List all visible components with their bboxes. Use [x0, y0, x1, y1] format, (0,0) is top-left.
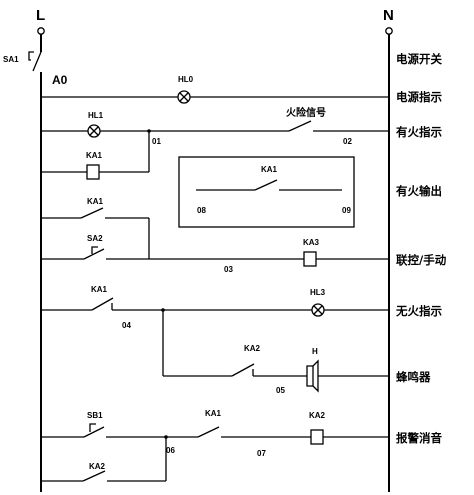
row-label: 联控/手动 [396, 253, 447, 267]
fire-signal-label: 火险信号 [286, 106, 326, 119]
ka1-seal-contact [80, 207, 104, 219]
wire-04: 04 [122, 321, 131, 330]
row-buzzer: KA2 H 05 [162, 310, 389, 395]
row-label: 有火输出 [396, 184, 442, 198]
sb1-contact [83, 426, 105, 438]
sa1-blade [32, 51, 42, 72]
row-label: 蜂鸣器 [396, 370, 431, 384]
ka1-nc-contact [91, 297, 114, 311]
row-no-fire-indicator: KA1 HL3 04 [41, 285, 389, 330]
fire-signal-contact [288, 120, 312, 132]
ka1-r7-contact [197, 426, 220, 438]
a0-label: A0 [52, 73, 68, 87]
sa1-switch: SA1 A0 [3, 51, 68, 87]
rails: L N [36, 7, 394, 492]
row-labels: 电源开关 电源指示 有火指示 有火输出 联控/手动 无火指示 蜂鸣器 报警消音 [395, 52, 447, 445]
wire-05: 05 [276, 386, 285, 395]
rail-l-label: L [36, 7, 45, 24]
sb1-actuator [89, 423, 96, 432]
ka2-buzzer-label: KA2 [244, 344, 261, 353]
row-label: 有火指示 [396, 125, 442, 139]
ka1-no-contact [254, 179, 278, 191]
sb1-label: SB1 [87, 411, 103, 420]
output-box [178, 156, 355, 228]
buzzer-label: H [312, 347, 318, 356]
wire-08: 08 [197, 206, 206, 215]
coil-ka1 [86, 164, 100, 180]
rail-n-label: N [383, 7, 394, 24]
wire-09: 09 [342, 206, 351, 215]
sa2-actuator [91, 246, 98, 254]
hl1-label: HL1 [88, 111, 104, 120]
lamp-cross [179, 92, 189, 102]
row-label: 报警消音 [396, 431, 442, 445]
row-fire-indicator: HL1 火险信号 01 02 [41, 106, 389, 146]
ka3-label: KA3 [303, 238, 320, 247]
ka1-box-label: KA1 [261, 165, 278, 174]
ka2-seal-label: KA2 [89, 462, 106, 471]
wire-03: 03 [224, 265, 233, 274]
ka1-seal-label: KA1 [87, 197, 104, 206]
wire-07: 07 [257, 449, 266, 458]
wire-01: 01 [152, 137, 161, 146]
sa2-contact [83, 248, 105, 260]
coil-ka2 [310, 429, 324, 445]
row-alarm-silence: SB1 KA1 KA2 06 07 KA2 [41, 409, 389, 482]
sa1-actuator [28, 51, 34, 61]
fire-output-box: KA1 08 09 [178, 156, 355, 228]
wire-02: 02 [343, 137, 352, 146]
lamp-cross [89, 126, 99, 136]
ka1-nc-label: KA1 [91, 285, 108, 294]
ka2-seal-contact [82, 470, 106, 482]
ka1-r7-label: KA1 [205, 409, 222, 418]
sa2-label: SA2 [87, 234, 103, 243]
wire-06: 06 [166, 446, 175, 455]
hl3-label: HL3 [310, 288, 326, 297]
row-power-indicator: HL0 [41, 75, 389, 104]
terminal-l [37, 27, 45, 35]
row-label: 电源指示 [396, 90, 442, 104]
lamp-cross [313, 305, 323, 315]
coil-ka3 [303, 251, 317, 267]
buzzer-h-body [306, 365, 314, 387]
ka1-coil-branch: KA1 [41, 131, 150, 180]
hl0-label: HL0 [178, 75, 194, 84]
row-linked-manual: KA1 SA2 KA3 03 [41, 197, 389, 274]
buzzer-h-horn [312, 359, 319, 393]
row-label: 电源开关 [396, 52, 442, 66]
sa1-label: SA1 [3, 55, 19, 64]
ka1-coil-label: KA1 [86, 151, 103, 160]
row-label: 无火指示 [395, 304, 442, 318]
ka2-coil-label: KA2 [309, 411, 326, 420]
terminal-n [385, 27, 393, 35]
ka2-nc-contact [231, 363, 255, 377]
